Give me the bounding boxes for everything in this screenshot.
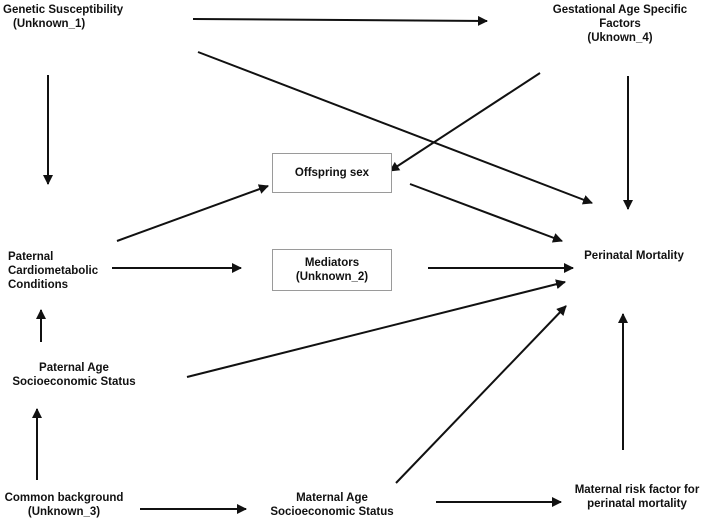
arrow-paternal-age-to-perinatal (186, 279, 566, 378)
node-gestational-age-factors: Gestational Age Specific Factors (Uknown… (540, 3, 700, 45)
node-paternal-cardiometabolic: Paternal Cardiometabolic Conditions (8, 250, 98, 292)
node-line: (Unknown_1) (13, 18, 86, 30)
node-perinatal-mortality: Perinatal Mortality (578, 249, 690, 263)
node-maternal-risk-factor: Maternal risk factor for perinatal morta… (568, 483, 706, 511)
node-maternal-age-ses: Maternal Age Socioeconomic Status (268, 491, 396, 519)
node-line: Maternal Age (296, 492, 368, 504)
node-offspring-sex: Offspring sex (272, 153, 392, 193)
node-line: Perinatal Mortality (584, 250, 684, 262)
node-common-background: Common background (Unknown_3) (2, 491, 126, 519)
node-line: (Uknown_4) (587, 32, 653, 44)
node-mediators: Mediators (Unknown_2) (272, 249, 392, 291)
node-line: Paternal (8, 251, 54, 263)
node-line: Paternal Age (39, 362, 109, 374)
node-line: Genetic Susceptibility (3, 4, 124, 16)
node-line: Common background (4, 492, 124, 504)
arrow-gestational-to-offspring (389, 72, 541, 172)
node-line: Maternal risk factor for (574, 484, 700, 496)
arrow-maternal-age-to-perinatal (395, 305, 567, 484)
node-line: Socioeconomic Status (270, 506, 394, 518)
node-paternal-age-ses: Paternal Age Socioeconomic Status (10, 361, 138, 389)
node-line: perinatal mortality (587, 498, 687, 510)
node-line: Gestational Age Specific (552, 4, 688, 16)
node-line: Conditions (8, 279, 69, 291)
node-line: Socioeconomic Status (12, 376, 136, 388)
node-genetic-susceptibility: Genetic Susceptibility (Unknown_1) (3, 3, 123, 31)
node-line: (Unknown_3) (27, 506, 101, 518)
node-line: Cardiometabolic (8, 265, 99, 277)
arrow-genetic-to-gestational (192, 15, 488, 26)
arrow-genetic-to-perinatal (197, 51, 593, 205)
arrow-paternal-cardio-to-offspring (116, 184, 269, 242)
arrow-offspring-to-perinatal (409, 183, 563, 243)
node-line: (Unknown_2) (295, 271, 369, 283)
node-line: Offspring sex (294, 167, 370, 179)
node-line: Mediators (304, 257, 360, 269)
node-line: Factors (599, 18, 641, 30)
